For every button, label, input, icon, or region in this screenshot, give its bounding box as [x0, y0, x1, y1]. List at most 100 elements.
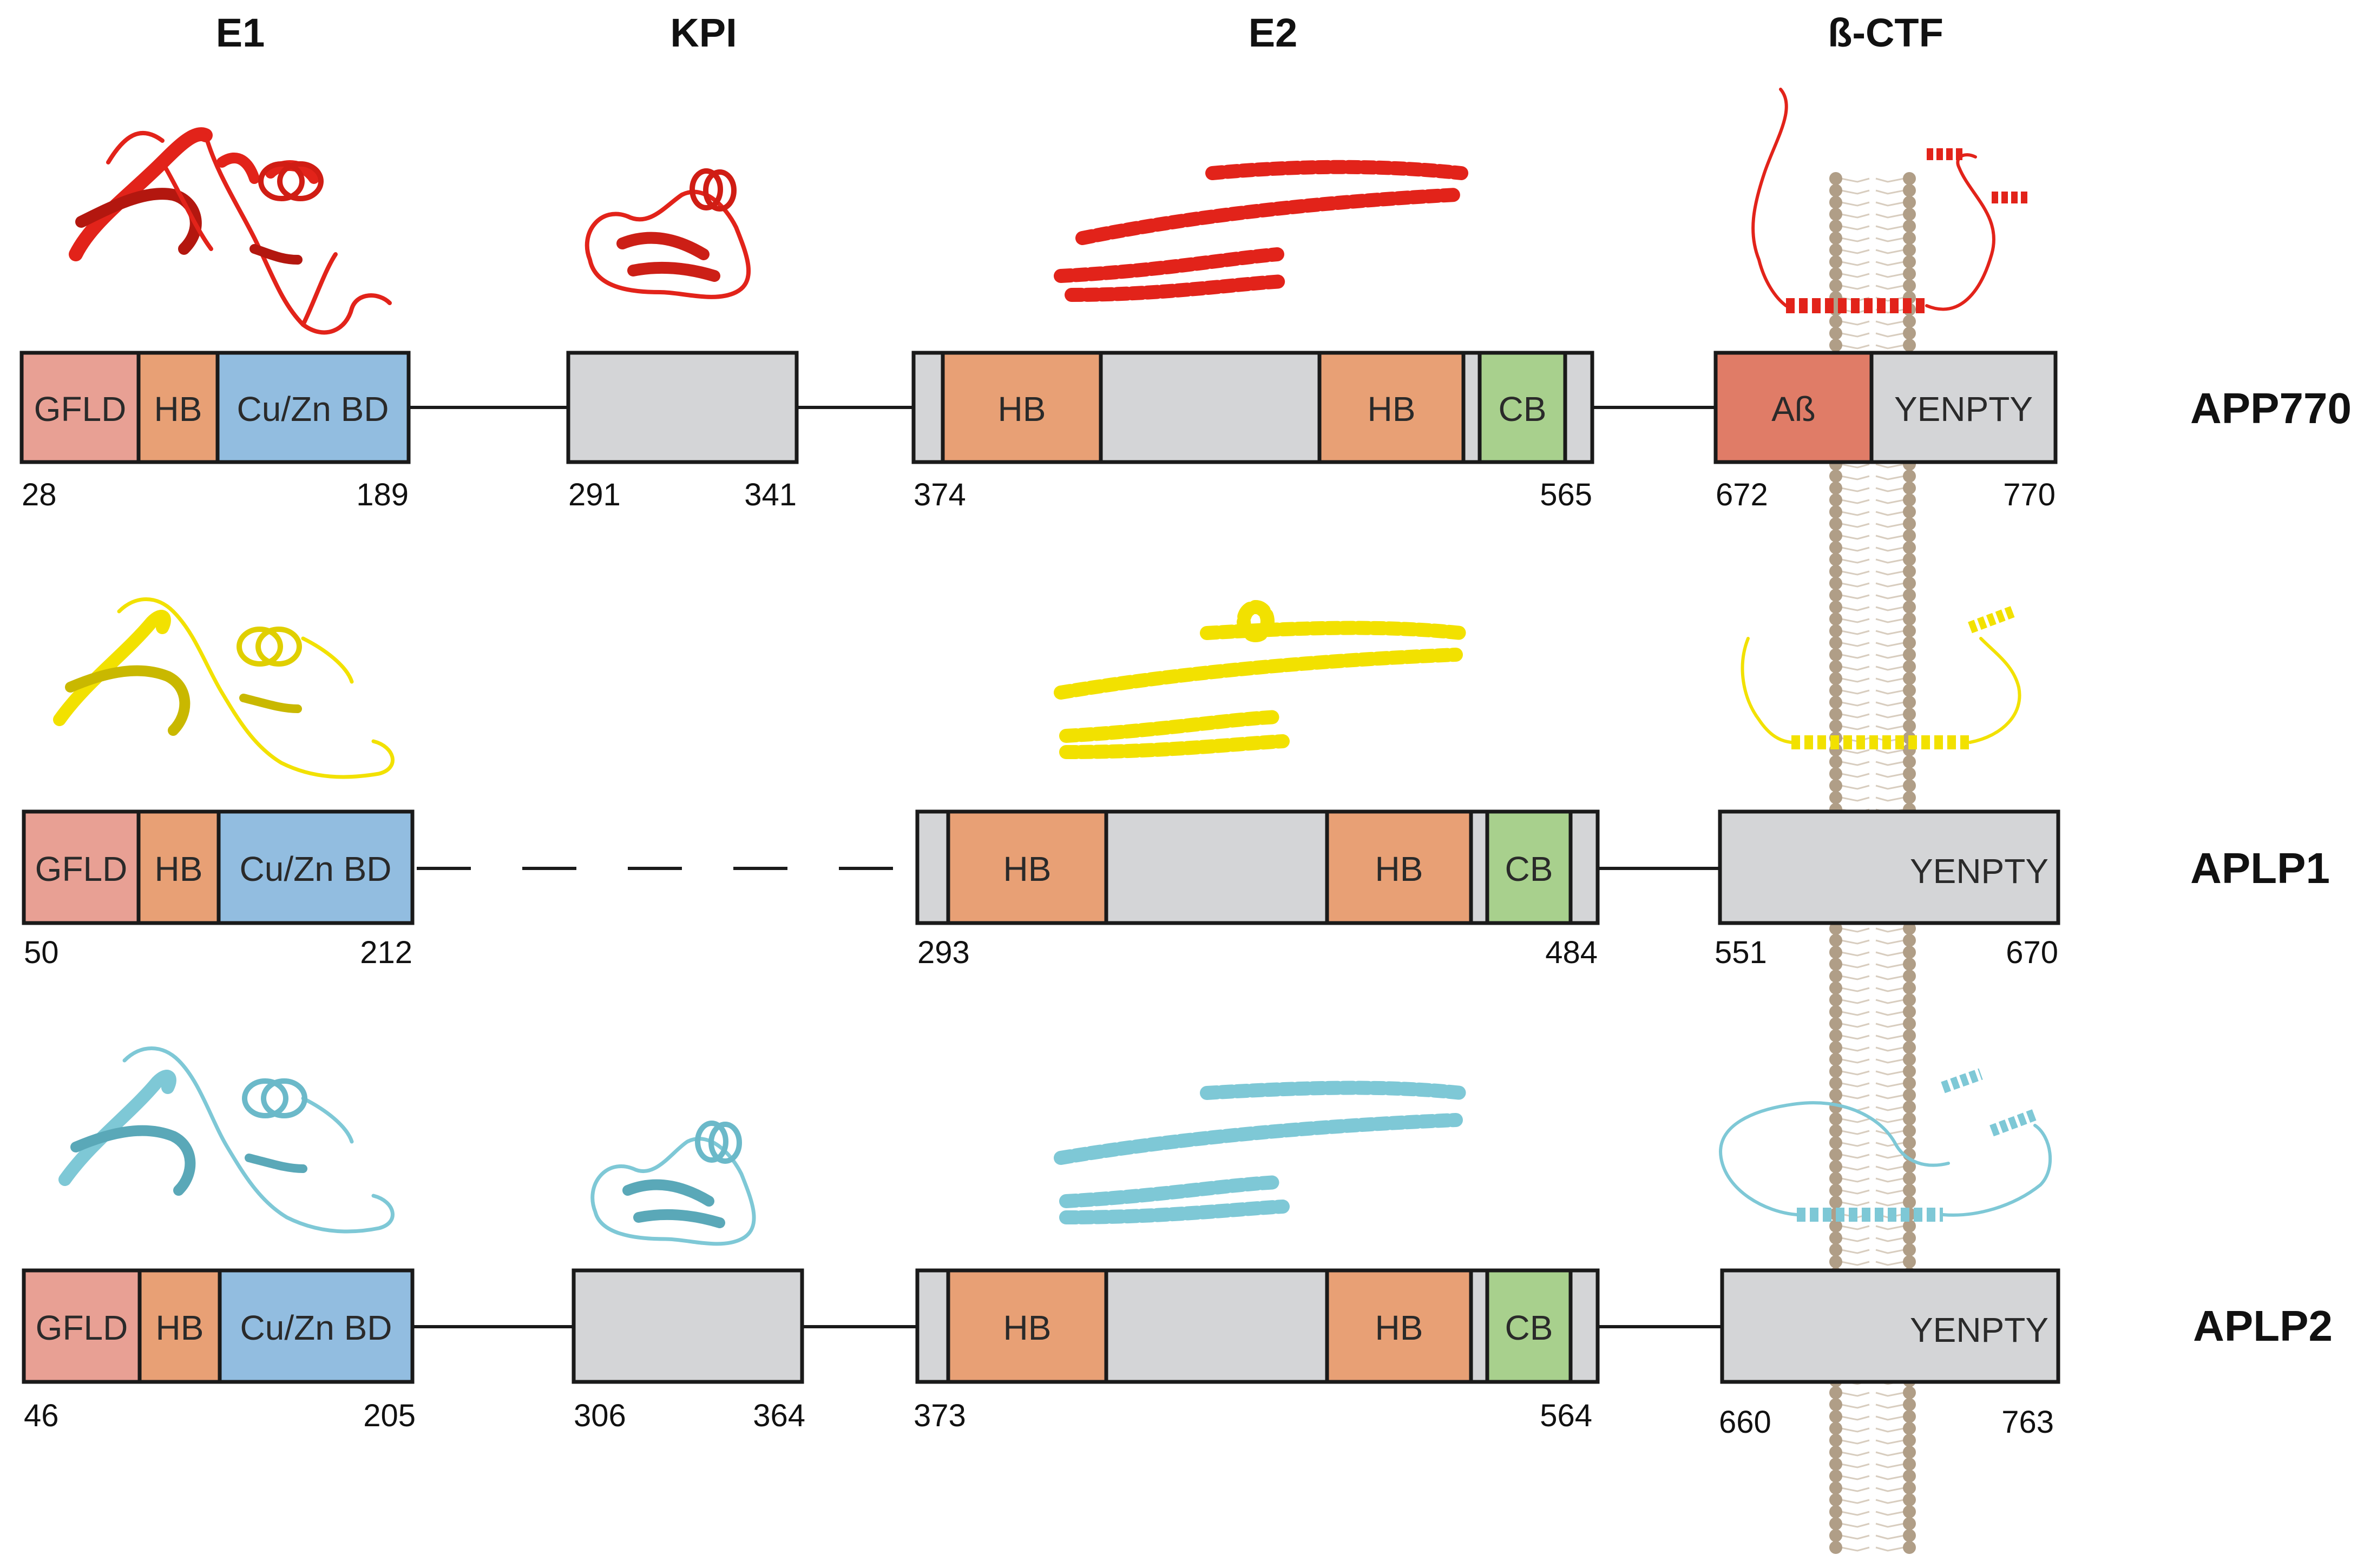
lipid-head — [1829, 612, 1842, 625]
lipid-head — [1829, 1446, 1842, 1459]
lipid-tail — [1841, 201, 1905, 207]
lipid-tail — [1841, 1523, 1905, 1528]
lipid-head — [1829, 696, 1842, 709]
lipid-tail — [1841, 1451, 1905, 1457]
lipid-head — [1829, 517, 1842, 530]
lipid-tail — [1841, 927, 1905, 933]
lipid-head — [1829, 208, 1842, 221]
hb1-label: HB — [1003, 849, 1052, 888]
lipid-head — [1829, 1434, 1842, 1447]
lipid-head — [1829, 327, 1842, 340]
lipid-head — [1903, 791, 1916, 804]
lipid-head — [1903, 470, 1916, 483]
lipid-head — [1829, 1148, 1842, 1161]
lipid-head — [1829, 505, 1842, 518]
lipid-head — [1903, 1160, 1916, 1173]
membrane-bilayer — [1829, 172, 1916, 1554]
lipid-tail — [1841, 249, 1905, 254]
lipid-head — [1829, 220, 1842, 233]
ctf-structure-aplp1 — [1741, 605, 2021, 749]
yenpty-domain — [1720, 1268, 2060, 1384]
e2-structure-app770 — [1054, 160, 1468, 302]
ctf-end: 763 — [2001, 1405, 2054, 1440]
kpi-ribbon — [585, 189, 751, 299]
lipid-tail — [1841, 1130, 1905, 1135]
lipid-head — [1829, 981, 1842, 994]
e1-ribbon — [53, 610, 171, 726]
hb-domain — [136, 351, 220, 464]
cuzn-bd-label: Cu/Zn BD — [240, 849, 392, 888]
e2-end: 564 — [1540, 1398, 1592, 1433]
lipid-tail — [1841, 1475, 1905, 1480]
lipid-tail — [1841, 630, 1905, 635]
lipid-head — [1829, 1029, 1842, 1042]
cb-domain — [1478, 351, 1567, 464]
lipid-tail — [1841, 213, 1905, 219]
lipid-head — [1903, 517, 1916, 530]
lipid-head — [1903, 767, 1916, 780]
e1-ribbon — [106, 130, 392, 335]
lipid-head — [1903, 493, 1916, 506]
cuzn-bd-domain — [218, 1268, 415, 1384]
lipid-tail — [1841, 1082, 1905, 1088]
lipid-head — [1829, 708, 1842, 721]
lipid-tail — [1841, 1094, 1905, 1099]
lipid-head — [1829, 493, 1842, 506]
e1-ribbon — [69, 127, 213, 261]
lipid-head — [1903, 482, 1916, 495]
lipid-head — [1829, 1053, 1842, 1066]
lipid-head — [1829, 267, 1842, 280]
e1-ribbon — [122, 1046, 395, 1234]
lipid-head — [1903, 1065, 1916, 1078]
lipid-tail — [1841, 1046, 1905, 1052]
e2-structure-aplp2 — [1054, 1081, 1468, 1224]
lipid-head — [1829, 993, 1842, 1006]
lipid-head — [1903, 1017, 1916, 1030]
e2-start: 374 — [914, 477, 966, 512]
lipid-tail — [1841, 796, 1905, 802]
lipid-head — [1903, 1172, 1916, 1185]
lipid-head — [1829, 1017, 1842, 1030]
lipid-tail — [1841, 1225, 1905, 1230]
lipid-head — [1903, 1398, 1916, 1411]
lipid-head — [1903, 1541, 1916, 1554]
lipid-head — [1903, 1410, 1916, 1423]
e1-end: 189 — [356, 477, 409, 512]
lipid-tail — [1841, 1249, 1905, 1254]
lipid-tail — [1841, 511, 1905, 516]
lipid-tail — [1841, 558, 1905, 564]
header-e2: E2 — [1249, 10, 1298, 55]
e2-helix-turn — [1237, 600, 1275, 642]
lipid-head — [1829, 624, 1842, 637]
lipid-head — [1829, 1005, 1842, 1018]
lipid-head — [1903, 1005, 1916, 1018]
lipid-head — [1829, 172, 1842, 185]
ctf-ribbon — [1741, 637, 1793, 744]
lipid-head — [1829, 1505, 1842, 1518]
lipid-head — [1903, 1517, 1916, 1530]
cb-domain — [1485, 809, 1573, 925]
lipid-head — [1829, 779, 1842, 792]
lipid-head — [1903, 1220, 1916, 1233]
protein-name: APP770 — [2190, 384, 2352, 432]
kpi-domain — [566, 351, 799, 464]
lipid-head — [1903, 339, 1916, 352]
lipid-head — [1903, 946, 1916, 959]
e2-helix — [1059, 1200, 1290, 1224]
cb-label: CB — [1499, 390, 1547, 429]
cuzn-bd-label: Cu/Zn BD — [240, 1308, 392, 1347]
hb-domain-1 — [941, 351, 1103, 464]
lipid-head — [1903, 672, 1916, 685]
lipid-head — [1903, 255, 1916, 268]
lipid-head — [1829, 589, 1842, 602]
gfld-domain — [19, 351, 141, 464]
hb-domain-1 — [946, 809, 1108, 925]
e2-helix — [1059, 734, 1290, 759]
lipid-head — [1829, 1041, 1842, 1054]
lipid-head — [1903, 1446, 1916, 1459]
hb-label: HB — [154, 390, 202, 429]
e1-start: 28 — [22, 477, 57, 512]
lipid-head — [1829, 1231, 1842, 1244]
lipid-head — [1903, 184, 1916, 197]
